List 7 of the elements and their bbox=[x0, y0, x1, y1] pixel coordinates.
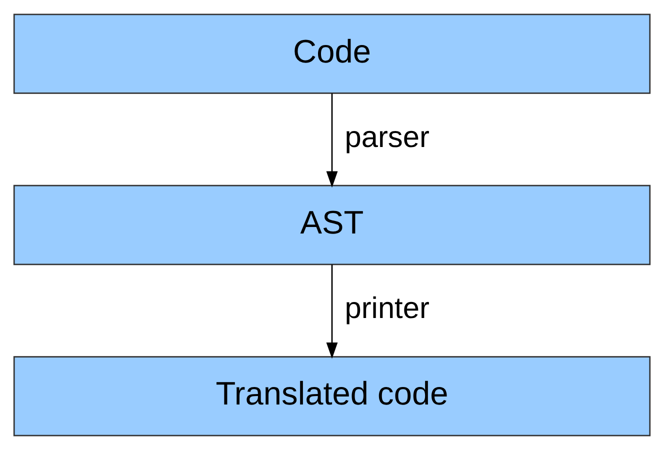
node-box: Translated code bbox=[13, 356, 651, 436]
edge-label: parser bbox=[344, 120, 430, 154]
node-box: Code bbox=[13, 13, 651, 94]
edge-label: printer bbox=[344, 292, 430, 325]
node-box: AST bbox=[13, 184, 651, 265]
arrow bbox=[326, 264, 338, 358]
arrow bbox=[326, 92, 338, 188]
